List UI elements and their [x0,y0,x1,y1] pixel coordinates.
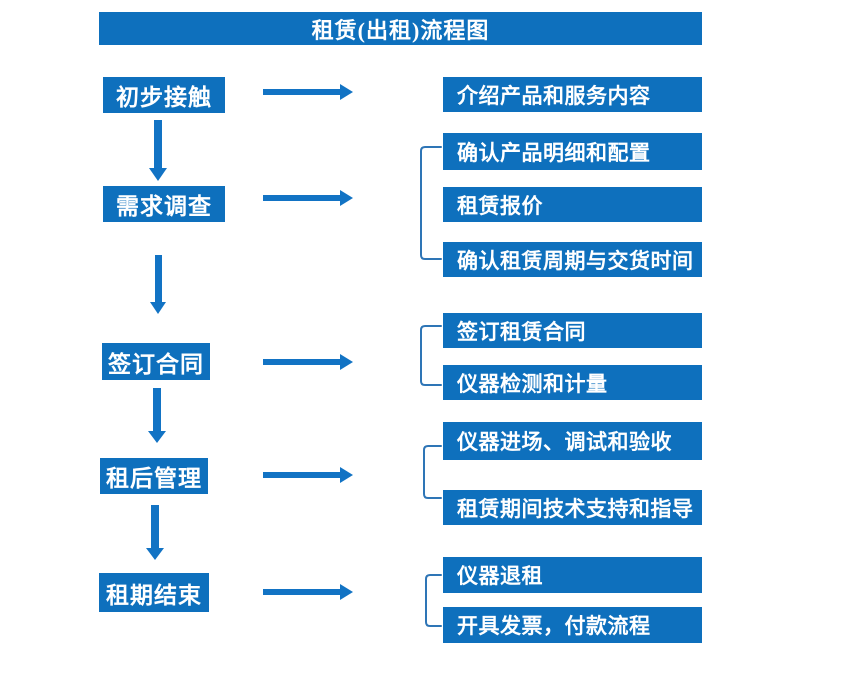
arrow-shaft [154,120,162,168]
arrow-head [340,467,353,483]
arrow-shaft [263,195,341,201]
arrow-shaft [151,505,159,548]
group-bracket-4 [423,445,442,499]
arrow-shaft [153,388,161,431]
arrow-shaft [263,359,341,365]
step-box-1: 初步接触 [103,77,225,113]
arrow-head [148,431,166,443]
arrow-head [340,190,353,206]
detail-box-3-2: 仪器检测和计量 [443,365,702,400]
group-bracket-3 [420,325,442,386]
flow-arrow-right-2 [263,190,353,206]
detail-box-4-1: 仪器进场、调试和验收 [443,422,702,460]
flow-arrow-right-3 [263,354,353,370]
detail-box-5-2: 开具发票，付款流程 [443,607,702,643]
step-box-4: 租后管理 [100,458,208,494]
step-box-3: 签订合同 [102,343,210,380]
arrow-head [150,302,166,314]
detail-box-1-1: 介绍产品和服务内容 [443,77,702,112]
flow-arrow-right-5 [263,584,353,600]
group-bracket-2 [420,146,442,260]
arrow-head [340,354,353,370]
detail-box-4-2: 租赁期间技术支持和指导 [443,490,702,525]
detail-box-2-2: 租赁报价 [443,187,702,222]
flow-arrow-down-2 [150,255,166,314]
arrow-shaft [263,89,341,95]
arrow-shaft [263,472,341,478]
detail-box-3-1: 签订租赁合同 [443,313,702,348]
flow-arrow-down-1 [149,120,167,181]
detail-box-2-1: 确认产品明细和配置 [443,133,702,170]
arrow-shaft [263,589,341,595]
group-bracket-5 [425,574,442,627]
flow-arrow-down-3 [148,388,166,443]
arrow-head [340,84,353,100]
arrow-head [146,548,164,560]
step-box-2: 需求调查 [103,186,225,222]
flow-arrow-right-1 [263,84,353,100]
arrow-head [340,584,353,600]
arrow-shaft [155,255,162,302]
flowchart-title: 租赁(出租)流程图 [99,12,702,45]
detail-box-2-3: 确认租赁周期与交货时间 [443,242,702,277]
flow-arrow-right-4 [263,467,353,483]
flow-arrow-down-4 [146,505,164,560]
detail-box-5-1: 仪器退租 [443,557,702,593]
arrow-head [149,168,167,181]
step-box-5: 租期结束 [99,573,209,612]
